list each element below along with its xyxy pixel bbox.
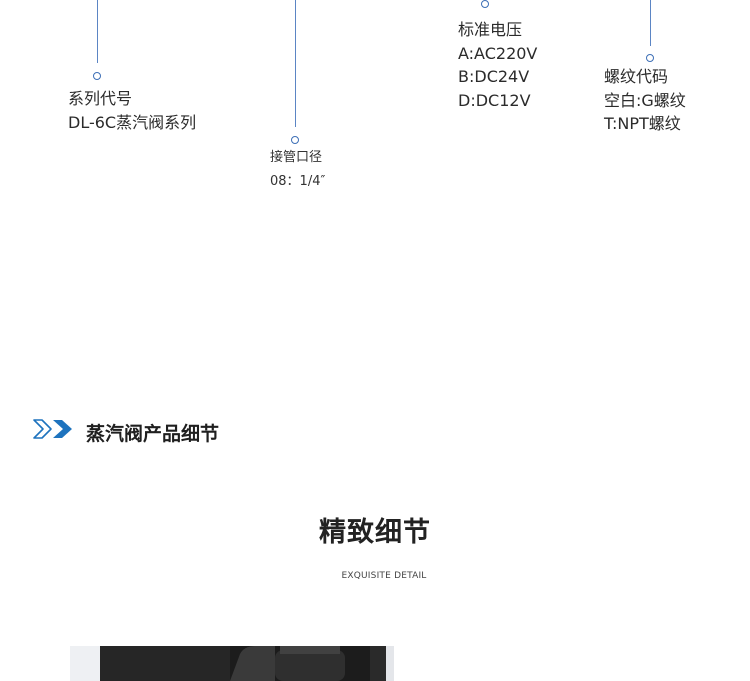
section-title: 蒸汽阀产品细节 — [86, 423, 220, 445]
series-value: DL-6C蒸汽阀系列 — [68, 112, 197, 132]
thread-title: 螺纹代码 — [604, 67, 669, 86]
series-label: 系列代号 DL-6C蒸汽阀系列 — [68, 87, 196, 134]
port-connector-dot — [291, 136, 299, 144]
thread-label: 螺纹代码 空白:G螺纹 T:NPT螺纹 — [604, 65, 686, 136]
thread-connector-line — [650, 0, 651, 46]
product-photo-graphic — [70, 646, 394, 681]
voltage-title: 标准电压 — [458, 20, 523, 39]
voltage-option-b: B:DC24V — [458, 67, 530, 86]
port-connector-line — [295, 0, 296, 127]
voltage-option-d: D:DC12V — [458, 90, 531, 110]
voltage-label: 标准电压 A:AC220V B:DC24V D:DC12V — [458, 18, 537, 112]
series-title: 系列代号 — [68, 89, 133, 108]
thread-option-g: 空白:G螺纹 — [604, 90, 686, 110]
thread-option-npt: T:NPT螺纹 — [604, 114, 681, 133]
voltage-connector-dot — [481, 0, 489, 8]
detail-subheading: EXQUISITE DETAIL — [341, 571, 427, 581]
detail-heading: 精致细节 — [319, 517, 431, 548]
series-connector-line — [97, 0, 98, 63]
voltage-option-a: A:AC220V — [458, 43, 538, 63]
series-connector-dot — [93, 72, 101, 80]
double-chevron-icon — [33, 419, 72, 439]
thread-connector-dot — [646, 54, 654, 62]
port-value: 08：1/4″ — [270, 174, 326, 189]
port-title: 接管口径 — [270, 150, 323, 165]
product-photo — [70, 646, 394, 681]
port-label: 接管口径 08：1/4″ — [270, 146, 325, 194]
